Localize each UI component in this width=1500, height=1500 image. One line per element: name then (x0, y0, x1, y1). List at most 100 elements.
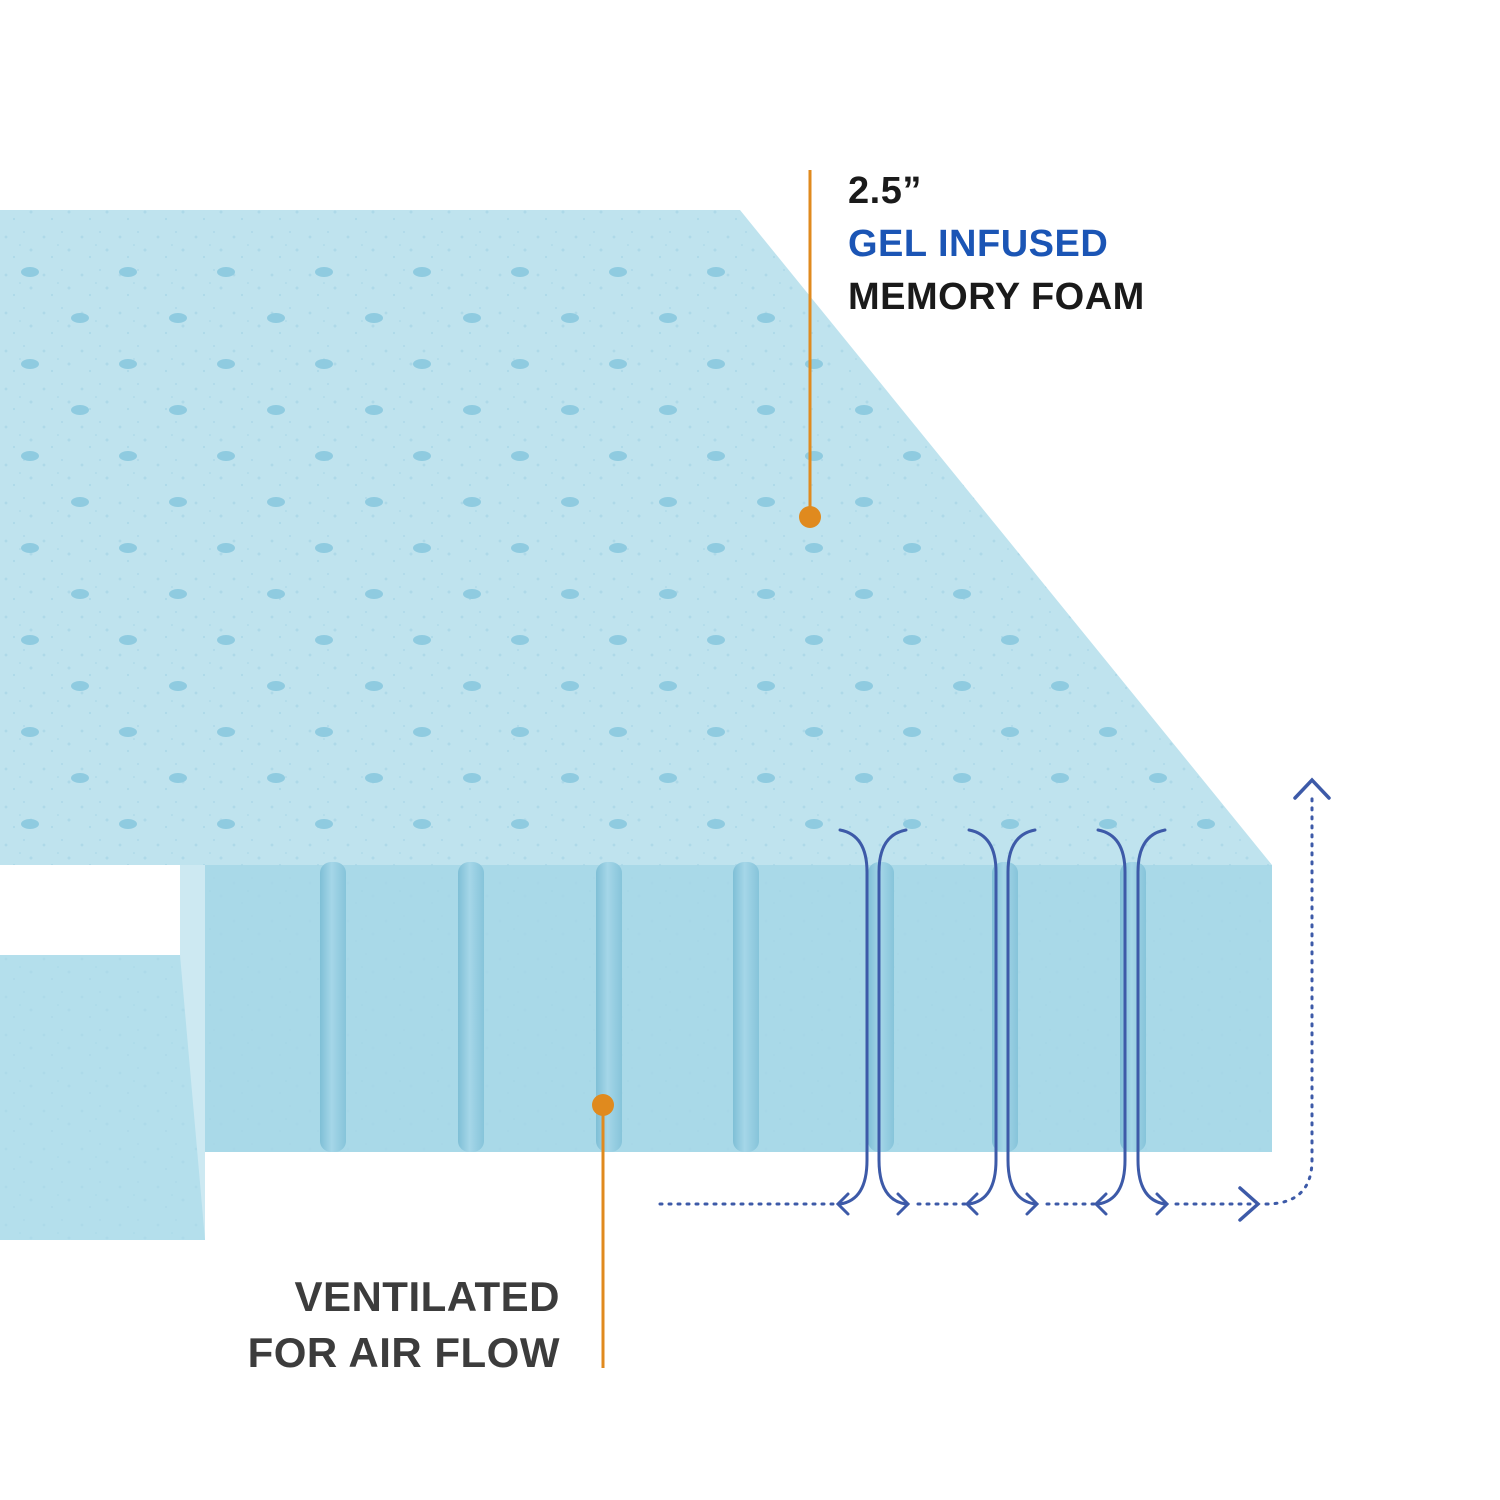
ventilation-hole (511, 543, 529, 553)
ventilation-hole (609, 819, 627, 829)
ventilation-hole (21, 267, 39, 277)
ventilation-hole (1051, 773, 1069, 783)
ventilation-hole (315, 267, 333, 277)
ventilation-hole (953, 589, 971, 599)
ventilation-hole (757, 405, 775, 415)
ventilation-hole (561, 681, 579, 691)
ventilation-hole (855, 681, 873, 691)
ventilation-hole (71, 313, 89, 323)
arrow-icon (1238, 1186, 1261, 1222)
ventilation-hole (805, 451, 823, 461)
ventilated-text: VENTILATED (294, 1273, 560, 1320)
ventilation-channel (868, 862, 894, 1152)
ventilation-hole (1197, 819, 1215, 829)
ventilation-hole (609, 267, 627, 277)
ventilation-hole (119, 543, 137, 553)
ventilation-hole (855, 773, 873, 783)
ventilation-hole (953, 773, 971, 783)
ventilation-hole (609, 451, 627, 461)
ventilation-hole (267, 405, 285, 415)
ventilation-hole (217, 819, 235, 829)
ventilation-hole (757, 773, 775, 783)
orange-dot-icon (592, 1094, 614, 1116)
ventilation-hole (413, 635, 431, 645)
ventilation-hole (267, 313, 285, 323)
ventilation-hole (463, 589, 481, 599)
foam-thickness: 2.5” (848, 170, 922, 212)
ventilation-hole (119, 451, 137, 461)
ventilation-hole (21, 451, 39, 461)
ventilation-hole (609, 359, 627, 369)
foam-gel-infused: GEL INFUSED (848, 223, 1109, 265)
ventilation-hole (217, 267, 235, 277)
ventilation-hole (217, 727, 235, 737)
ventilation-hole (511, 451, 529, 461)
ventilation-hole (953, 681, 971, 691)
arrow-icon (1093, 1192, 1108, 1216)
ventilation-hole (463, 313, 481, 323)
bottom-callout-label: VENTILATED FOR AIR FLOW (248, 1276, 560, 1388)
ventilation-hole (71, 681, 89, 691)
ventilation-hole (413, 727, 431, 737)
ventilation-hole (1001, 819, 1019, 829)
ventilation-hole (903, 635, 921, 645)
ventilation-hole (757, 313, 775, 323)
ventilation-hole (805, 819, 823, 829)
ventilation-hole (315, 635, 333, 645)
ventilation-channel (458, 862, 484, 1152)
ventilation-hole (21, 727, 39, 737)
ventilation-hole (315, 451, 333, 461)
ventilation-hole (119, 267, 137, 277)
ventilation-channel (733, 862, 759, 1152)
ventilation-hole (21, 359, 39, 369)
ventilation-hole (365, 589, 383, 599)
ventilation-hole (561, 405, 579, 415)
ventilation-hole (903, 727, 921, 737)
ventilation-holes (21, 267, 1215, 829)
ventilation-hole (1001, 635, 1019, 645)
ventilation-channel (320, 862, 346, 1152)
ventilation-hole (119, 359, 137, 369)
ventilation-hole (855, 405, 873, 415)
ventilation-hole (119, 635, 137, 645)
ventilation-hole (267, 589, 285, 599)
ventilation-hole (609, 727, 627, 737)
ventilation-hole (903, 543, 921, 553)
ventilation-hole (413, 359, 431, 369)
ventilation-hole (659, 773, 677, 783)
ventilation-hole (217, 451, 235, 461)
ventilation-hole (169, 497, 187, 507)
arrow-icon (835, 1192, 850, 1216)
ventilation-channel (596, 862, 622, 1152)
ventilation-hole (413, 451, 431, 461)
ventilation-hole (71, 405, 89, 415)
ventilation-hole (511, 635, 529, 645)
ventilation-hole (365, 773, 383, 783)
ventilation-hole (511, 727, 529, 737)
ventilation-hole (169, 773, 187, 783)
ventilation-hole (119, 819, 137, 829)
ventilation-hole (71, 497, 89, 507)
ventilation-hole (855, 589, 873, 599)
ventilation-hole (413, 819, 431, 829)
ventilation-hole (707, 451, 725, 461)
ventilation-hole (757, 681, 775, 691)
ventilation-hole (757, 589, 775, 599)
ventilation-hole (659, 681, 677, 691)
ventilation-hole (903, 819, 921, 829)
ventilation-hole (315, 819, 333, 829)
ventilation-hole (1149, 773, 1167, 783)
ventilation-hole (315, 359, 333, 369)
ventilation-hole (707, 635, 725, 645)
ventilation-hole (217, 543, 235, 553)
ventilation-hole (707, 543, 725, 553)
ventilation-hole (413, 267, 431, 277)
ventilation-hole (169, 405, 187, 415)
ventilation-hole (805, 727, 823, 737)
foam-top-texture (0, 210, 1272, 865)
airflow-paths (658, 777, 1331, 1222)
ventilation-hole (707, 819, 725, 829)
ventilation-hole (21, 819, 39, 829)
ventilation-hole (805, 635, 823, 645)
